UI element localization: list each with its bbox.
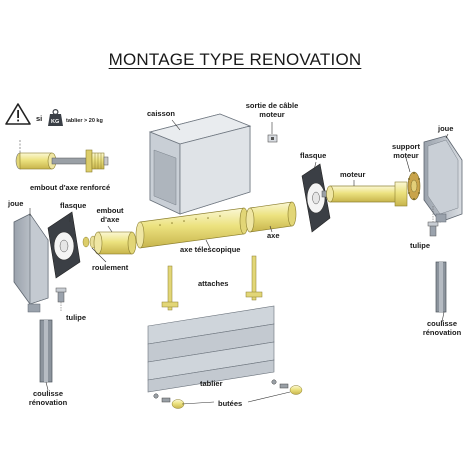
left-tulipe-part <box>55 287 67 312</box>
label-tulipe-right: tulipe <box>410 241 430 250</box>
attaches-part <box>161 255 263 311</box>
right-tulipe-part <box>427 206 439 237</box>
left-coulisse-rail <box>39 319 53 383</box>
axle-end-part <box>93 231 137 255</box>
motor-support-part <box>407 171 421 201</box>
motor-part <box>321 181 408 207</box>
left-joue-plate <box>13 213 49 313</box>
label-flasque-right: flasque <box>300 151 327 160</box>
label-tulipe-left: tulipe <box>66 313 86 322</box>
label-embout-axe-line2: d'axe <box>100 214 120 224</box>
label-coulisse-left-line1: coulisse <box>32 389 63 398</box>
leader-lines <box>29 119 449 405</box>
label-sortie-cable-moteur: sortie de câble moteur <box>240 101 304 119</box>
label-support-moteur-line2: moteur <box>393 150 419 160</box>
warning-condition-text: tablier > 20 kg <box>66 118 103 124</box>
label-flasque-left: flasque <box>60 201 87 210</box>
label-support-moteur-line1: support <box>392 142 420 151</box>
label-joue-right: joue <box>438 124 454 133</box>
label-moteur: moteur <box>340 170 366 179</box>
label-caisson: caisson <box>147 109 175 118</box>
axle-part <box>245 201 297 233</box>
label-axe-telescopique: axe télescopique <box>180 245 241 254</box>
diagram-title: MONTAGE TYPE RENOVATION <box>108 50 362 69</box>
label-coulisse-right: coulisse rénovation <box>414 319 470 337</box>
right-flasque-plate <box>301 163 331 233</box>
weight-icon <box>48 108 63 126</box>
label-butees: butées <box>218 399 243 408</box>
label-embout-axe-renforce: embout d'axe renforcé <box>30 183 111 192</box>
warning-si-text: si <box>36 114 43 123</box>
label-coulisse-left-line2: rénovation <box>28 397 68 407</box>
reinforced-axle-end-part <box>15 140 109 173</box>
label-attaches: attaches <box>198 279 229 288</box>
label-sortie-cable-line2: moteur <box>259 109 285 119</box>
label-coulisse-right-line1: coulisse <box>426 319 457 328</box>
warning-icon <box>5 103 31 125</box>
label-embout-axe: embout d'axe <box>92 206 128 224</box>
label-sortie-cable-line1: sortie de câble <box>245 101 299 110</box>
weight-kg-text: KG <box>51 119 60 125</box>
tablier-apron <box>147 305 275 393</box>
right-coulisse-rail <box>435 261 447 313</box>
label-axe: axe <box>267 231 280 240</box>
right-joue-plate <box>423 135 463 223</box>
telescopic-axle-part <box>135 207 249 249</box>
label-embout-axe-line1: embout <box>96 206 124 215</box>
label-roulement: roulement <box>92 263 129 272</box>
label-joue-left: joue <box>8 199 24 208</box>
label-coulisse-right-line2: rénovation <box>422 327 462 337</box>
caisson-box-part <box>148 113 252 215</box>
left-flasque-plate <box>47 211 81 279</box>
label-support-moteur: support moteur <box>386 142 426 160</box>
label-coulisse-left: coulisse rénovation <box>20 389 76 407</box>
label-tablier: tablier <box>200 379 223 388</box>
cable-exit-grommet <box>267 134 278 143</box>
